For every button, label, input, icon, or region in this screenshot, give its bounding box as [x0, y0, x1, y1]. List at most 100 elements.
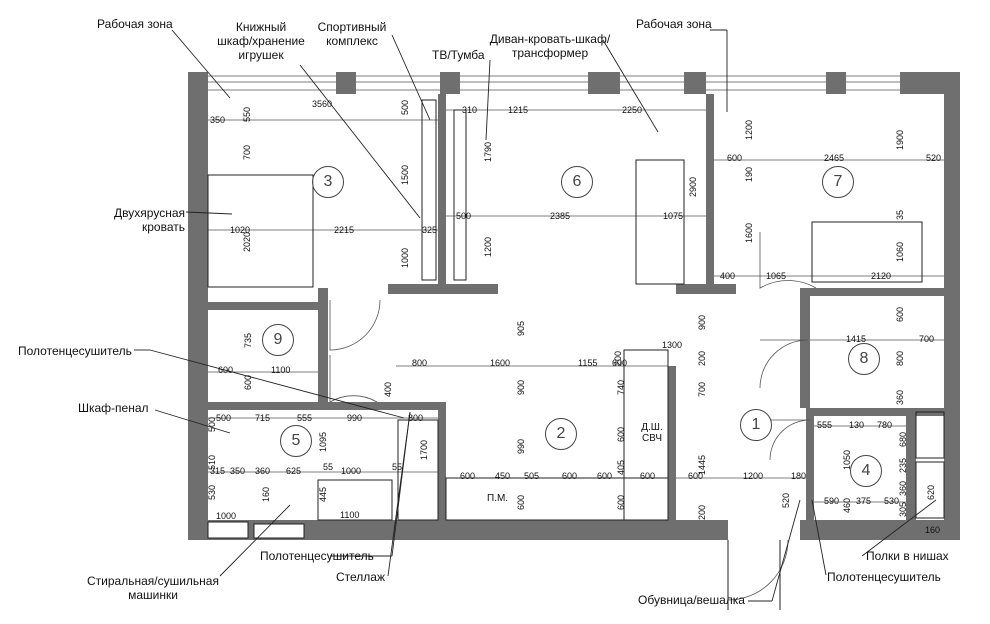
dim: 2900 [688, 176, 698, 197]
door-swing [759, 232, 817, 289]
dim: 375 [856, 496, 872, 506]
dim: 1200 [743, 471, 764, 481]
dim: 350 [210, 115, 226, 125]
leader-line [391, 34, 431, 121]
bathtub [397, 419, 439, 521]
wall-outer-top-5 [826, 72, 846, 94]
bunk-bed [207, 174, 314, 288]
room-number-4: 4 [850, 455, 882, 487]
dim: 450 [495, 471, 511, 481]
dim: 1415 [846, 334, 867, 344]
wall-outer-bottom [188, 520, 728, 540]
leader-line [154, 409, 231, 434]
label-bunk-bed: Двухярусная кровать [114, 206, 185, 234]
label-towel-bottom: Полотенцесушитель [260, 549, 374, 563]
dim: 625 [286, 466, 302, 476]
dim: 740 [616, 379, 626, 395]
door-swing [329, 355, 378, 403]
wall-outer-top-1 [336, 72, 356, 94]
dim: 800 [408, 413, 424, 423]
dim: 350 [230, 466, 246, 476]
dim: 530 [884, 496, 900, 506]
dim: 315 [210, 466, 226, 476]
dim: 1100 [340, 510, 360, 520]
dim: 405 [616, 459, 626, 475]
dim: 530 [207, 484, 217, 500]
dim: 680 [898, 431, 908, 447]
wall-5-2 [438, 402, 446, 520]
wall-4-niche [906, 408, 916, 520]
label-washer: Стиральная/сушильная машинки [87, 574, 219, 602]
label-wardrobe: Шкаф-пенал [78, 401, 149, 415]
label-work-zone-left: Рабочая зона [97, 17, 173, 31]
dim: 600 [218, 365, 234, 375]
wall-6-bottom [676, 284, 736, 294]
dim: 1000 [341, 466, 362, 476]
dim: 555 [297, 413, 313, 423]
dim: 1200 [744, 119, 754, 140]
room-number-7: 7 [822, 166, 854, 198]
label-bookshelf: Книжный шкаф/хранение игрушек [217, 20, 305, 62]
leader-line [219, 504, 291, 577]
dim: 600 [460, 471, 476, 481]
dim: 1095 [318, 431, 328, 452]
label-shoe: Обувница/вешалка [638, 593, 745, 607]
leader-line [149, 349, 405, 419]
dim: 1500 [400, 164, 410, 185]
dim: 520 [781, 492, 791, 508]
label-sofa: Диван-кровать-шкаф/ трансформер [489, 32, 611, 60]
dim: 1050 [842, 449, 852, 470]
sofa [635, 159, 685, 285]
dim: 445 [318, 486, 328, 502]
dim: 200 [697, 350, 707, 366]
dim: 1065 [766, 271, 787, 281]
leader-line [485, 59, 491, 141]
dim: 600 [616, 426, 626, 442]
dim: 700 [242, 144, 252, 160]
sport-complex [421, 99, 437, 281]
dryer-icon [253, 523, 305, 539]
wall-9-hall [318, 288, 328, 408]
dim: 1100 [271, 365, 291, 375]
wall-3-bottom [388, 284, 498, 294]
wall-9-5 [208, 402, 438, 410]
dim: 1000 [400, 247, 410, 268]
wall-outer-top-3 [588, 72, 620, 94]
dim: 1200 [483, 236, 493, 257]
tag-dishwasher-microwave: Д.Ш. СВЧ [641, 422, 663, 444]
dim: 235 [898, 457, 908, 473]
dim: 1700 [419, 439, 429, 460]
label-work-zone-right: Рабочая зона [636, 17, 712, 31]
dim: 130 [849, 420, 865, 430]
wall-outer-top-0 [188, 72, 208, 94]
room-number-2: 2 [545, 418, 577, 450]
wall-8-4 [806, 408, 944, 416]
wall-outer-top-6 [900, 72, 960, 94]
dim: 200 [613, 350, 623, 366]
dim: 2465 [824, 153, 845, 163]
dim: 360 [255, 466, 271, 476]
niche-shelf [915, 411, 945, 459]
dim: 1060 [895, 241, 905, 262]
dim: 600 [727, 153, 743, 163]
leader-line [602, 39, 659, 133]
wall-outer-top-2 [440, 72, 460, 94]
wall-7-8 [800, 288, 944, 296]
dim: 600 [616, 494, 626, 510]
dim: 600 [640, 471, 656, 481]
dim: 505 [524, 471, 540, 481]
dim: 1600 [744, 222, 754, 243]
dim: 900 [697, 314, 707, 330]
wall-outer-top-4 [684, 72, 706, 94]
dim: 2250 [622, 105, 643, 115]
dim: 700 [697, 381, 707, 397]
door-swing [769, 419, 811, 461]
label-towel-left: Полотенцесушитель [18, 344, 132, 358]
dim: 715 [255, 413, 271, 423]
leader-line [185, 211, 233, 215]
dim: 700 [919, 334, 935, 344]
wall-outer-right [944, 72, 960, 540]
dim: 360 [898, 480, 908, 496]
dim: 900 [516, 379, 526, 395]
